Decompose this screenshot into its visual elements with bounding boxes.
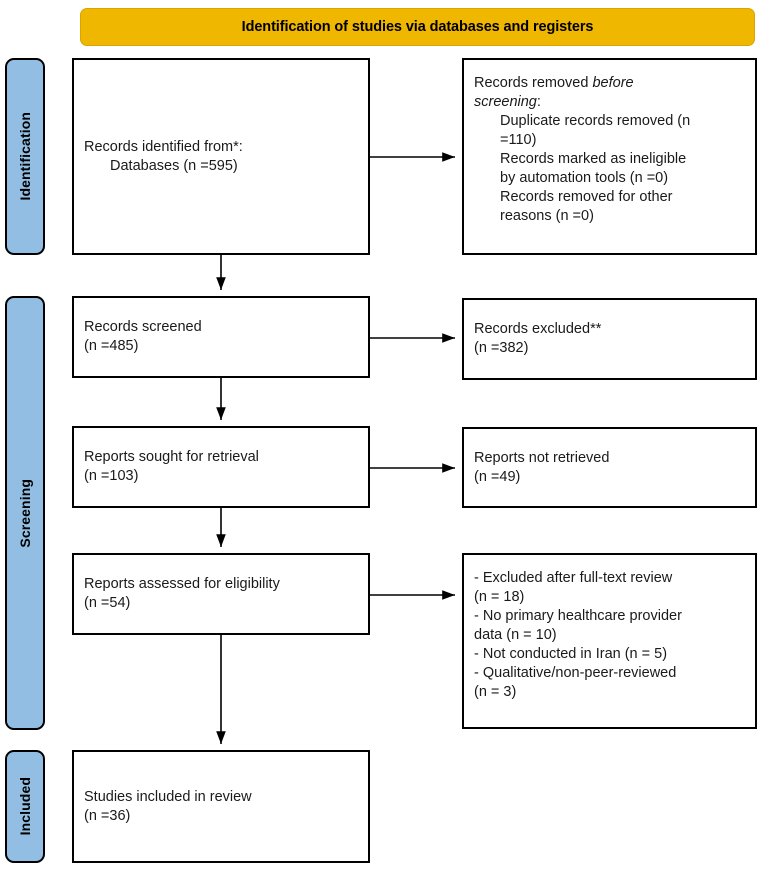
box-reports-assessed-for-eligibility: Reports assessed for eligibility (n =54) — [72, 553, 370, 635]
reports-not-retrieved-line2: (n =49) — [474, 468, 521, 485]
records-removed-item2: Records marked as ineligible — [500, 151, 687, 167]
records-removed-item1: Duplicate records removed (n — [500, 113, 691, 129]
fulltext-exclusion-line6: - Qualitative/non-peer-reviewed — [474, 665, 677, 681]
records-removed-item3b: reasons (n =0) — [500, 208, 594, 224]
box-reports-not-retrieved: Reports not retrieved (n =49) — [462, 427, 757, 508]
records-removed-heading-pre: Records removed — [474, 75, 593, 91]
fulltext-exclusion-line1: - Excluded after full-text review — [474, 570, 673, 586]
records-removed-heading-colon: : — [536, 94, 541, 110]
records-removed-heading-italic2: screening — [474, 94, 537, 110]
reports-sought-line1: Reports sought for retrieval — [84, 449, 259, 465]
stage-bar-included: Included — [5, 750, 45, 863]
stage-bar-screening: Screening — [5, 296, 45, 730]
records-identified-line2: Databases (n =595) — [110, 157, 238, 174]
reports-sought-line2: (n =103) — [84, 468, 139, 484]
box-records-screened: Records screened (n =485) — [72, 296, 370, 378]
box-reports-sought-for-retrieval: Reports sought for retrieval (n =103) — [72, 426, 370, 508]
banner-identification-header: Identification of studies via databases … — [80, 8, 755, 46]
box-fulltext-exclusion-reasons: - Excluded after full-text review (n = 1… — [462, 553, 757, 729]
box-records-identified: Records identified from*: Databases (n =… — [72, 58, 370, 255]
records-excluded-line1: Records excluded** — [474, 321, 602, 337]
records-excluded-line2: (n =382) — [474, 340, 529, 356]
banner-title: Identification of studies via databases … — [241, 19, 594, 35]
studies-included-line1: Studies included in review — [84, 788, 252, 805]
fulltext-exclusion-line7: (n = 3) — [474, 684, 517, 700]
reports-assessed-line2: (n =54) — [84, 595, 131, 611]
records-removed-item2b: by automation tools (n =0) — [500, 170, 669, 186]
records-removed-heading-line1: Records removed before — [474, 74, 745, 93]
records-screened-line1: Records screened — [84, 319, 202, 335]
stage-label-identification: Identification — [17, 112, 33, 201]
reports-not-retrieved-line1: Reports not retrieved — [474, 449, 610, 466]
records-removed-heading-line2: screening: — [474, 93, 745, 112]
studies-included-line2: (n =36) — [84, 807, 131, 824]
records-screened-line2: (n =485) — [84, 338, 139, 354]
fulltext-exclusion-line5: - Not conducted in Iran (n = 5) — [474, 646, 668, 662]
reports-assessed-line1: Reports assessed for eligibility — [84, 576, 280, 592]
stage-bar-identification: Identification — [5, 58, 45, 255]
fulltext-exclusion-line3: - No primary healthcare provider — [474, 608, 682, 624]
box-records-excluded: Records excluded** (n =382) — [462, 298, 757, 380]
box-records-removed-before-screening: Records removed before screening: Duplic… — [462, 58, 757, 255]
records-removed-item1b: =110) — [500, 132, 537, 148]
fulltext-exclusion-line2: (n = 18) — [474, 589, 525, 605]
records-removed-heading-italic1: before — [592, 75, 634, 91]
box-studies-included-in-review: Studies included in review (n =36) — [72, 750, 370, 863]
stage-label-screening: Screening — [17, 478, 33, 548]
records-identified-line1: Records identified from*: — [84, 138, 243, 155]
fulltext-exclusion-line4: data (n = 10) — [474, 627, 557, 643]
stage-label-included: Included — [17, 777, 33, 836]
records-removed-item3: Records removed for other — [500, 189, 673, 205]
